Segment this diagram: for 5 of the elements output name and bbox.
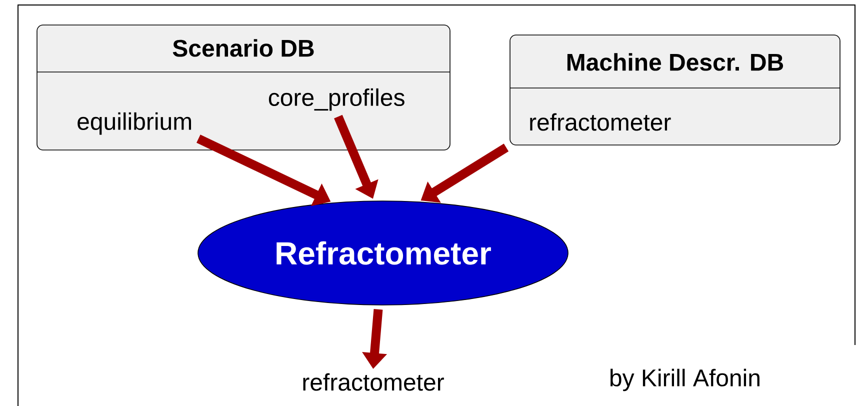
database-box: Machine Descr. DB refractometer: [510, 34, 840, 146]
author-note: by Kirill Afonin: [610, 368, 760, 392]
data-label: equilibrium: [78, 112, 192, 135]
data-label: core_profiles: [268, 88, 404, 111]
data-label: refractometer: [303, 373, 444, 391]
